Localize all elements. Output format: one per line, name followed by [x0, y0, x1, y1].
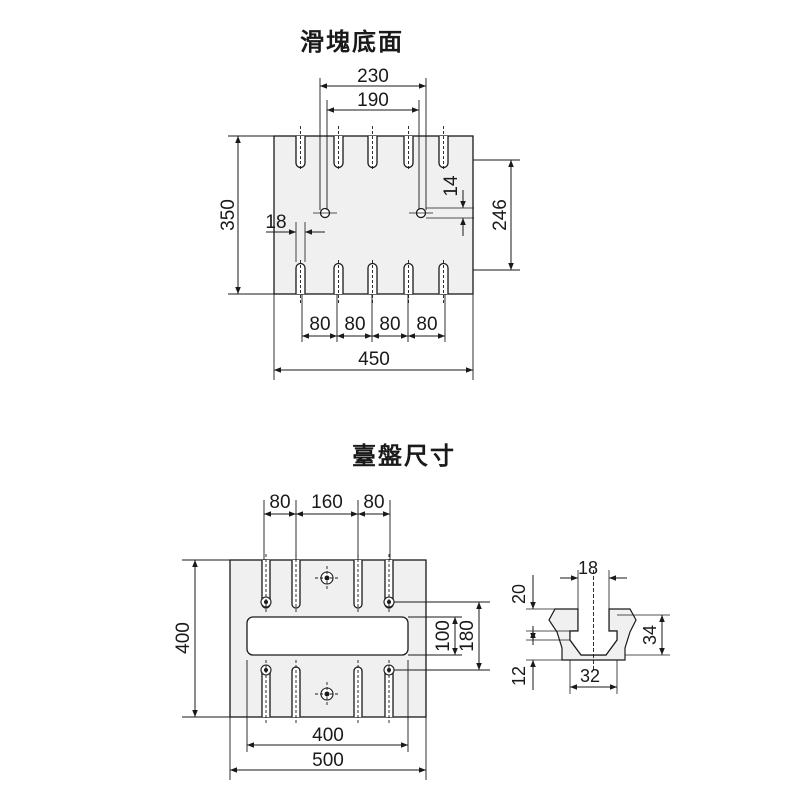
section-dim-34: 34	[640, 625, 660, 645]
dim-400-horizontal: 400	[312, 725, 344, 746]
dim-450: 450	[358, 349, 390, 370]
dim-18: 18	[265, 212, 286, 233]
dim-100: 100	[433, 620, 454, 652]
dim-500: 500	[312, 750, 344, 771]
section-dim-12: 12	[509, 666, 529, 686]
t-slot-section	[526, 570, 670, 694]
upper-t-slots	[261, 560, 394, 609]
slide-bottom-title: 滑塊底面	[300, 28, 404, 56]
section-dim-18: 18	[578, 558, 598, 578]
dim-80-right: 80	[363, 492, 384, 513]
dim-230: 230	[357, 66, 389, 87]
center-opening	[246, 616, 409, 656]
dim-80-left: 80	[269, 492, 290, 513]
dim-350: 350	[218, 199, 239, 231]
bolster-size-title: 臺盤尺寸	[352, 442, 456, 470]
bottom-slots	[295, 262, 449, 294]
slide-bottom-drawing	[228, 78, 520, 380]
dim-80-3: 80	[379, 314, 400, 335]
dim-180: 180	[457, 620, 478, 652]
section-dim-20: 20	[509, 584, 529, 604]
lower-t-slots	[261, 666, 394, 717]
section-dim-32: 32	[580, 666, 600, 686]
bolster-drawing	[182, 500, 490, 780]
dim-246: 246	[490, 199, 511, 231]
dim-80-2: 80	[344, 314, 365, 335]
dim-80-4: 80	[416, 314, 437, 335]
dim-160: 160	[311, 492, 343, 513]
dim-14: 14	[441, 175, 462, 197]
dim-190: 190	[357, 90, 389, 111]
dim-80-1: 80	[309, 314, 330, 335]
dim-400-vertical: 400	[173, 622, 194, 654]
